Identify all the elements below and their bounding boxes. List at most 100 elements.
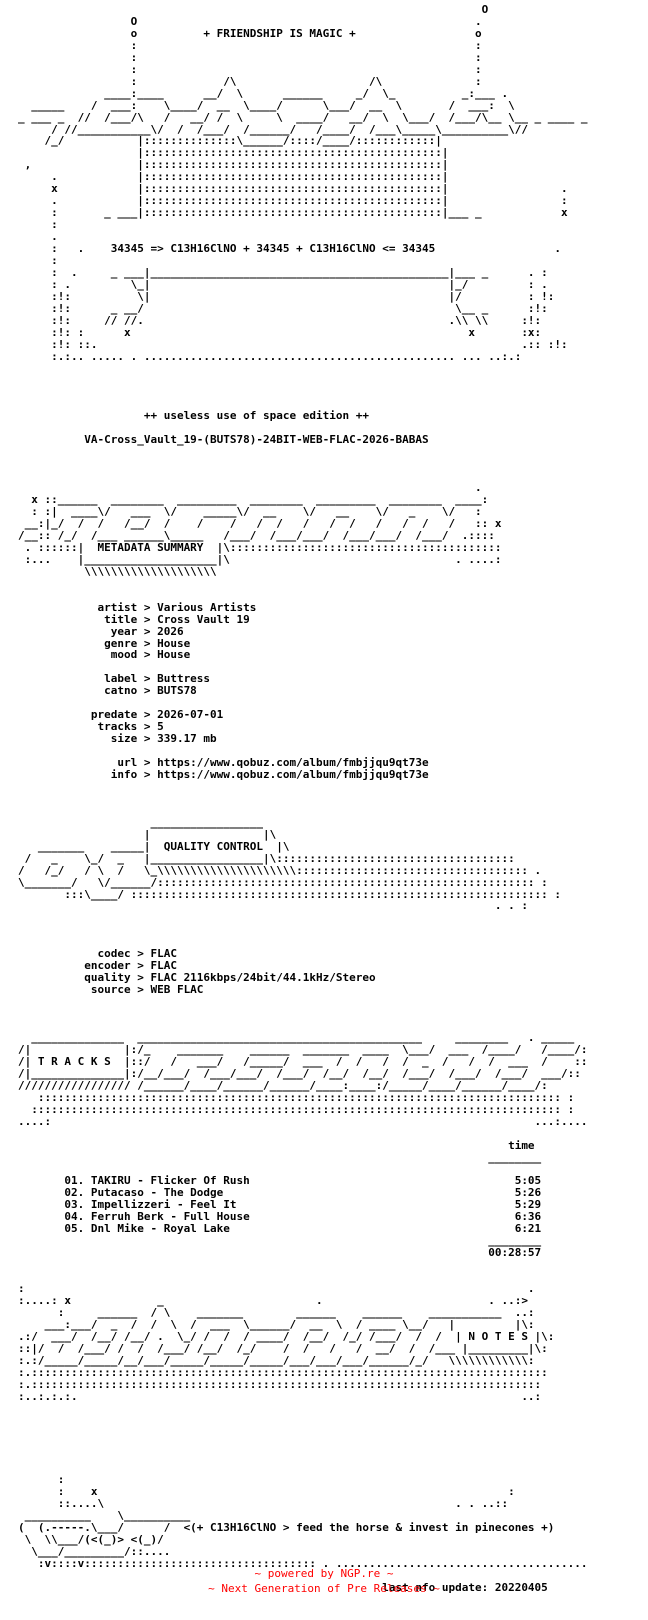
nfo-line: ::::::::::::::::::::::::::::::::::::::::… — [18, 1102, 575, 1116]
nfo-line: : — [18, 254, 58, 268]
nfo-line: title > Cross Vault 19 — [18, 612, 250, 626]
nfo-line: / //___________\/ / /___/ /______/ /____… — [18, 122, 581, 136]
nfo-line: :..:.:.:. ..: — [18, 1389, 542, 1403]
nfo-line: . |:::::::::::::::::::::::::::::::::::::… — [18, 170, 449, 184]
nfo-line: : ______ / \ _______ ______ ______ _____… — [18, 1305, 535, 1319]
nfo-line: :.::::::::::::::::::::::::::::::::::::::… — [18, 1377, 542, 1391]
nfo-line: \___/_________/::.... — [18, 1544, 171, 1558]
nfo-line: predate > 2026-07-01 — [18, 708, 224, 722]
nfo-line: info > https://www.qobuz.com/album/fmbjj… — [18, 768, 429, 781]
footer: ~ powered by NGP.re ~ ~ Next Generation … — [0, 1566, 648, 1596]
nfo-line: quality > FLAC 2116kbps/24bit/44.1kHz/St… — [18, 971, 376, 985]
nfo-line: ___:___/ _ / / \ / ___ \______/ __ \ / _… — [18, 1317, 535, 1331]
nfo-line: . . : — [18, 899, 528, 913]
nfo-line: /|______________|:/__/___/ /___/___/ /__… — [18, 1066, 581, 1080]
nfo-line: _____ / ___: \____/ __ \____/ \___/ __ \… — [18, 98, 515, 112]
nfo-line: :!: ::. .:: :!: — [18, 337, 568, 351]
nfo-line: time — [18, 1138, 535, 1152]
nfo-line: : : — [18, 62, 482, 76]
nfo-line: /__:: /_/ /___ ______\_____ /___/ /___/_… — [18, 528, 502, 542]
nfo-line: :... |____________________|\ . ....: — [18, 552, 502, 566]
nfo-line: \_______/ \/______/:::::::::::::::::::::… — [18, 875, 548, 889]
nfo-line: 01. TAKIRU - Flicker Of Rush 5:05 — [18, 1174, 542, 1188]
nfo-line: : . _ ___|______________________________… — [18, 265, 548, 279]
nfo-line: artist > Various Artists — [18, 600, 257, 614]
nfo-line: tracks > 5 — [18, 720, 164, 734]
footer-tagline: ~ Next Generation of Pre Releases ~ — [208, 1582, 440, 1595]
nfo-line: : :| ____\/ ___ \/ _____\/ __ \/ __ \/ _… — [18, 505, 482, 519]
nfo-line: label > Buttress — [18, 672, 211, 686]
nfo-line: size > 339.17 mb — [18, 732, 217, 746]
nfo-line: /_/ |::::::::::::::\______/::::/____/:::… — [18, 134, 442, 148]
nfo-line: __:|_/ / / /__/ / / / / / / / / / / / / … — [18, 516, 502, 530]
nfo-line: :v::::v:::::::::::::::::::::::::::::::::… — [18, 1556, 588, 1570]
nfo-line: /| |:/_ _______ ______ _______ ____ \___… — [18, 1042, 588, 1056]
nfo-line: ____:____ __/ \ ______ _/ \_ _:___ . — [18, 86, 509, 100]
nfo-line: source > WEB FLAC — [18, 983, 204, 997]
nfo-line: \ \\___/(<(_)> <(_)/ — [18, 1533, 164, 1546]
nfo-line: 02. Putacaso - The Dodge 5:26 — [18, 1186, 542, 1200]
nfo-line: /| T R A C K S |::/ / ___/ /_____/ ___ /… — [18, 1054, 588, 1068]
nfo-line: :.:.. ..... . ..........................… — [18, 349, 522, 363]
nfo-line: :.::::::::::::::::::::::::::::::::::::::… — [18, 1365, 548, 1379]
nfo-line: :....: x _ . . ..:> — [18, 1293, 528, 1307]
nfo-line: ::|/ / /___/ / / /___/ /__/ /_/ / / / / … — [18, 1341, 548, 1355]
nfo-line: / _ \_/ _ |_________________|\::::::::::… — [18, 851, 515, 865]
footer-powered-by: ~ powered by NGP.re ~ — [254, 1567, 394, 1580]
nfo-line: : x : — [18, 1485, 515, 1499]
nfo-line: : _ ___|::::::::::::::::::::::::::::::::… — [18, 206, 568, 220]
nfo-line: ++ useless use of space edition ++ — [18, 409, 369, 423]
nfo-line: :::\____/ ::::::::::::::::::::::::::::::… — [18, 887, 562, 901]
nfo-line: ....: ...:.... — [18, 1114, 588, 1128]
nfo-line: ///////////////// /______/____/______/__… — [18, 1078, 548, 1092]
nfo-line: . — [18, 481, 482, 495]
nfo-line: year > 2026 — [18, 624, 184, 638]
nfo-line: url > https://www.qobuz.com/album/fmbjjq… — [18, 756, 429, 770]
nfo-line: ::....\ . . ..:: — [18, 1497, 509, 1511]
nfo-line: . ::::::| METADATA SUMMARY |\:::::::::::… — [18, 540, 502, 554]
nfo-line: . — [18, 230, 58, 244]
nfo-line: : : — [18, 50, 482, 64]
nfo-line: ______________ _________________________… — [18, 1030, 575, 1044]
nfo-line: O — [18, 3, 489, 16]
nfo-line: : : — [18, 38, 482, 52]
nfo-line: , |:::::::::::::::::::::::::::::::::::::… — [18, 158, 449, 172]
nfo-line: last nfo update: 20220405 — [18, 1580, 548, 1594]
nfo-line: : — [18, 1473, 65, 1487]
nfo-line: __________ \__________ — [18, 1509, 191, 1523]
nfo-line: encoder > FLAC — [18, 959, 177, 973]
nfo-line: ________ — [18, 1234, 542, 1248]
nfo-line: : /\ /\ : — [18, 74, 482, 88]
nfo-line: _________________ — [18, 815, 264, 829]
nfo-line: 04. Ferruh Berk - Full House 6:36 — [18, 1210, 542, 1224]
nfo-line: 03. Impellizzeri - Feel It 5:29 — [18, 1198, 542, 1212]
nfo-line: | |\ — [18, 827, 277, 841]
nfo-line: : . 34345 => C13H16ClNO + 34345 + C13H16… — [18, 242, 562, 256]
nfo-line: :!: : x x :x: — [18, 325, 542, 339]
nfo-line: x |:::::::::::::::::::::::::::::::::::::… — [18, 182, 568, 196]
nfo-line: x ::______ ________ _________ ________ _… — [18, 493, 489, 507]
nfo-line: : . \_| |_/ : . — [18, 277, 548, 291]
nfo-line: :.:/_____/_____/__/___/_____/_____/_____… — [18, 1353, 535, 1367]
nfo-text: O O . o + FRIENDSHIP IS MAGIC + o : — [18, 4, 588, 1594]
nfo-line: o + FRIENDSHIP IS MAGIC + o — [18, 26, 482, 40]
nfo-line: :!: // //. .\\ \\ :!: — [18, 313, 542, 327]
nfo-line: genre > House — [18, 636, 191, 650]
nfo-line: \\\\\\\\\\\\\\\\\\\\ — [18, 564, 217, 578]
nfo-line: . |:::::::::::::::::::::::::::::::::::::… — [18, 194, 568, 208]
nfo-line: codec > FLAC — [18, 947, 177, 961]
nfo-line: mood > House — [18, 648, 191, 662]
nfo-line: |:::::::::::::::::::::::::::::::::::::::… — [18, 146, 449, 160]
nfo-line: :!: _ __/ \__ _ :!: — [18, 301, 555, 315]
nfo-line: O . — [18, 14, 482, 28]
nfo-line: 00:28:57 — [18, 1246, 542, 1260]
nfo-line: :!: \| |/ : !: — [18, 289, 555, 303]
nfo-line: ________ — [18, 1150, 542, 1164]
nfo-line: _ ___ _ // /___/\ / __/ / \ \ ____/ __/ … — [18, 110, 588, 124]
nfo-line: catno > BUTS78 — [18, 684, 197, 698]
nfo-line: / /_/ / \ / \_\\\\\\\\\\\\\\\\\\\\\:::::… — [18, 863, 542, 877]
nfo-line: VA-Cross_Vault_19-(BUTS78)-24BIT-WEB-FLA… — [18, 433, 429, 447]
nfo-line: .:/ ___/ /__/ /__/ . \_/ / / / ____/ /__… — [18, 1329, 555, 1343]
nfo-line: 05. Dnl Mike - Royal Lake 6:21 — [18, 1222, 542, 1236]
nfo-line: ::::::::::::::::::::::::::::::::::::::::… — [18, 1090, 575, 1104]
